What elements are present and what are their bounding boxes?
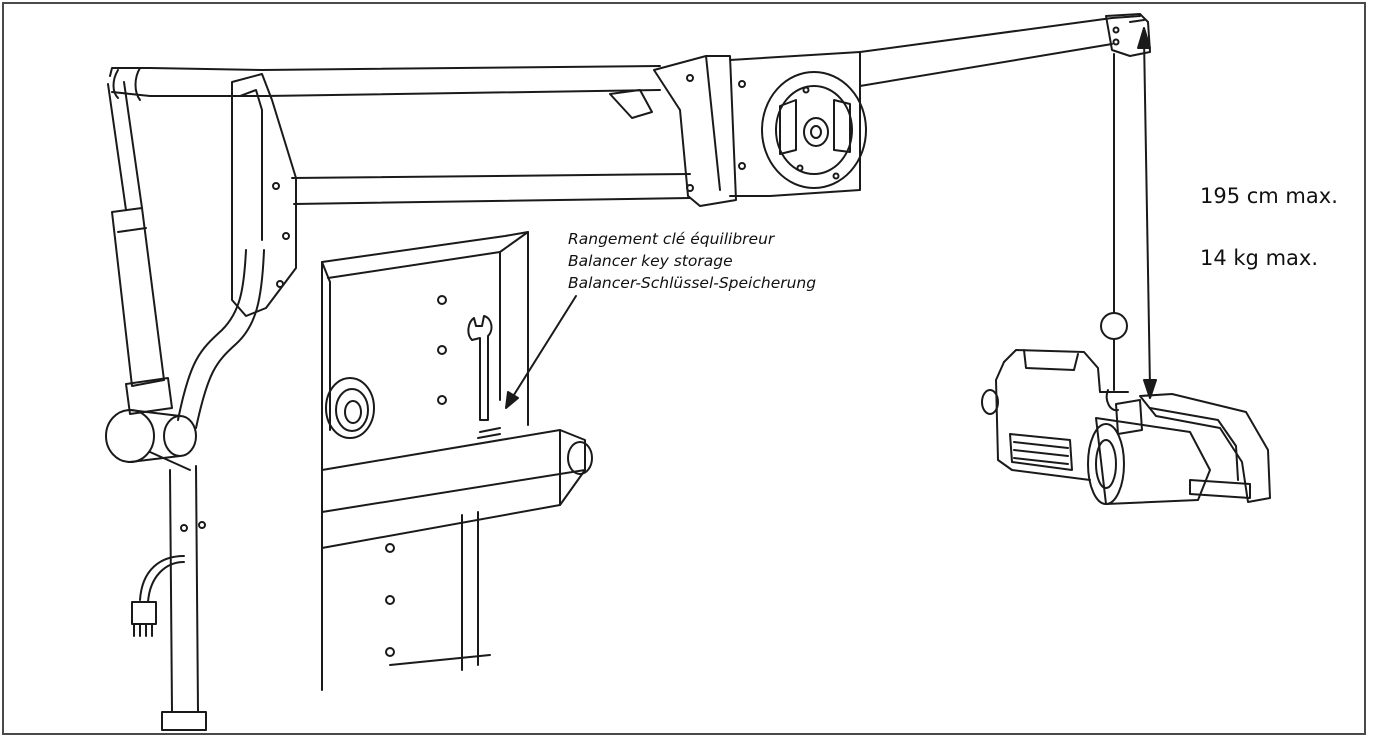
suspension-cable — [1100, 53, 1128, 412]
cabinet-hub — [325, 377, 375, 439]
height-dimension-arrow — [1137, 27, 1157, 399]
max-height-spec: 195 cm max. — [1200, 184, 1338, 208]
max-weight-spec: 14 kg max. — [1200, 246, 1318, 270]
mounting-plate — [231, 73, 297, 317]
balancer-reel — [729, 51, 867, 197]
support-tube — [177, 249, 265, 429]
pointer-arrow — [505, 295, 577, 409]
pivot-clamp — [105, 409, 197, 471]
lower-arm — [291, 173, 691, 205]
main-column — [161, 465, 207, 731]
label-german: Balancer-Schlüssel-Speicherung — [568, 274, 817, 292]
boom-arm — [859, 13, 1151, 87]
balancer-key-icon — [467, 315, 501, 439]
gas-cylinder — [107, 81, 173, 415]
cable-connector — [131, 555, 185, 637]
balancer-key-storage-label: Rangement clé équilibreur Balancer key s… — [568, 228, 816, 294]
machine-cabinet — [321, 231, 593, 691]
label-french: Rangement clé équilibreur — [568, 230, 775, 248]
label-english: Balancer key storage — [568, 252, 733, 270]
suspended-tool — [981, 349, 1271, 505]
upper-arm — [109, 65, 661, 101]
arm-joint — [609, 55, 746, 207]
